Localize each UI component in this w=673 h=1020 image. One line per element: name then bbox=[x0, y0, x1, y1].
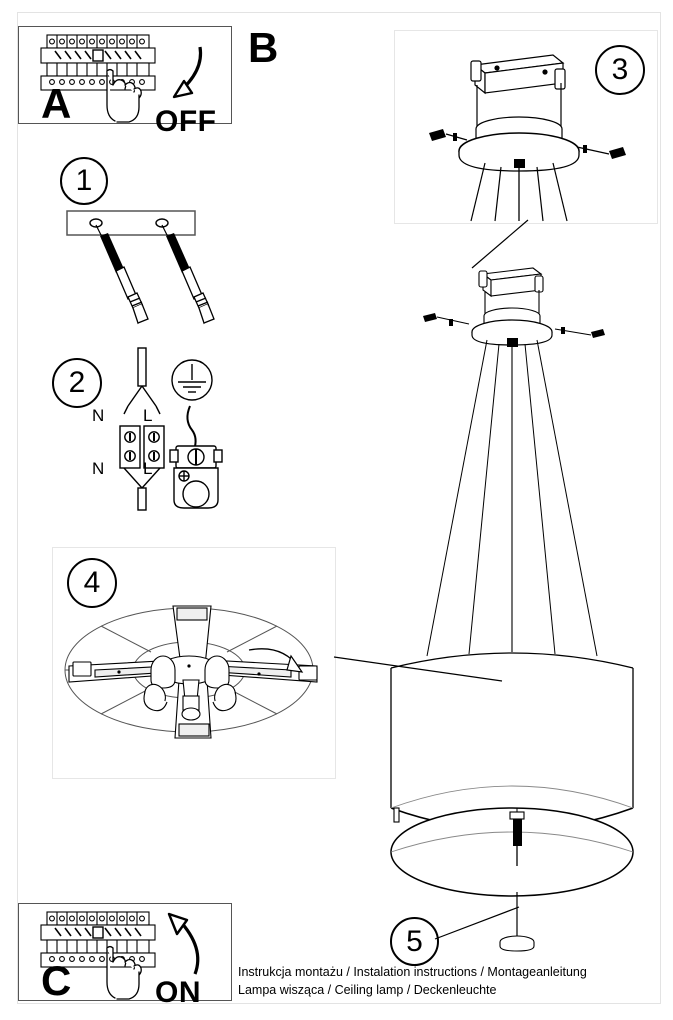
terminal-block-wiring-icon bbox=[119, 347, 165, 511]
panel-c-letter: C bbox=[41, 957, 72, 1004]
footer-line-1: Instrukcja montażu / Instalation instruc… bbox=[238, 965, 587, 979]
step-4-number-badge: 4 bbox=[67, 558, 117, 608]
canopy-mounted-to-bracket-icon bbox=[429, 54, 626, 222]
step-2-number: 2 bbox=[68, 366, 86, 399]
fuse-box-breaker-panel-icon bbox=[40, 911, 156, 968]
shade-frame-underside-with-sockets-icon bbox=[64, 605, 318, 739]
leader-line-step-5 bbox=[434, 906, 520, 940]
panel-b-letter: B bbox=[248, 24, 279, 71]
fuse-box-breaker-panel-icon bbox=[40, 34, 156, 91]
pendant-ceiling-lamp-assembly-illustration bbox=[390, 267, 634, 952]
panel-step-4: 4 bbox=[52, 547, 336, 779]
step-1-number-badge: 1 bbox=[60, 157, 108, 205]
leader-line-step-4 bbox=[333, 656, 503, 682]
step-3-number-badge: 3 bbox=[595, 45, 645, 95]
step-5-number-badge: 5 bbox=[390, 917, 439, 966]
curved-arrow-down-left-icon bbox=[172, 46, 203, 99]
panel-c-action-label: ON bbox=[155, 976, 201, 1009]
panel-c-switch-on: ON C bbox=[18, 903, 232, 1009]
step-3-number: 3 bbox=[611, 53, 629, 86]
curved-arrow-up-right-icon bbox=[167, 912, 200, 975]
panel-a-letter: A bbox=[41, 80, 72, 127]
step-1-number: 1 bbox=[75, 164, 93, 197]
panel-a-switch-off: OFF A bbox=[18, 26, 232, 138]
hand-pointing-finger-icon bbox=[106, 945, 142, 1000]
hand-pointing-finger-icon bbox=[106, 68, 142, 123]
terminal-label-bottom-left: N bbox=[92, 459, 105, 478]
page-border bbox=[17, 12, 661, 1004]
terminal-label-top-right: L bbox=[143, 406, 153, 425]
step-5-number: 5 bbox=[406, 924, 423, 958]
step-4-number: 4 bbox=[83, 566, 101, 599]
leader-line-step-3 bbox=[471, 219, 529, 269]
step-2-number-badge: 2 bbox=[52, 358, 102, 408]
footer-line-2: Lampa wisząca / Ceiling lamp / Deckenleu… bbox=[238, 983, 497, 997]
terminal-label-top-left: N bbox=[92, 406, 105, 425]
panel-step-3: 3 bbox=[394, 30, 658, 224]
connector-block-icon bbox=[169, 445, 223, 509]
terminal-label-bottom-right: L bbox=[143, 459, 153, 478]
earth-ground-symbol-icon bbox=[169, 359, 223, 509]
mounting-bracket-with-screws-and-wall-plugs-icon bbox=[66, 210, 215, 325]
panel-a-action-label: OFF bbox=[155, 105, 217, 138]
